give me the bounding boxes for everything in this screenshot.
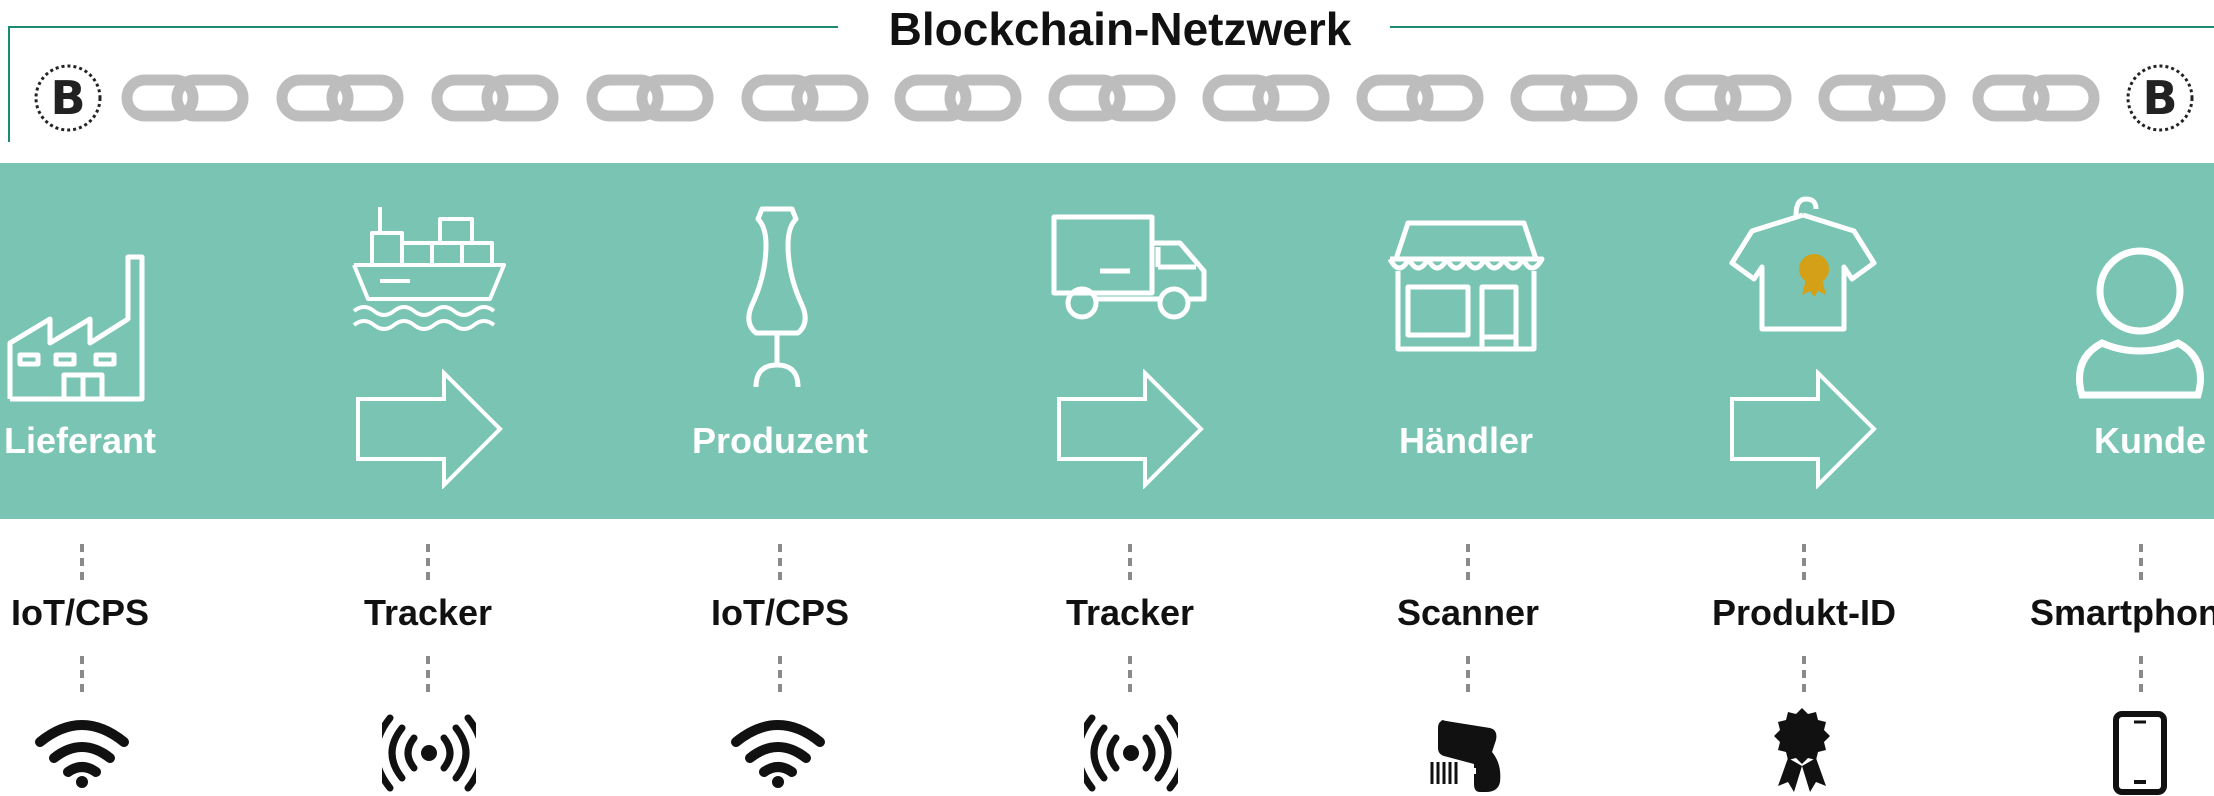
arrow-right-icon: [1730, 369, 1877, 489]
bitcoin-icon-right: [2126, 64, 2194, 132]
truck-icon: [1051, 214, 1207, 320]
factory-icon: [7, 254, 145, 402]
chain-icon: [127, 80, 2094, 116]
broadcast-icon: [1084, 714, 1178, 792]
device-label-smartphone: Smartphone: [2030, 592, 2214, 633]
supply-chain-band: Lieferant Produzent: [0, 163, 2214, 519]
connector-top: [426, 544, 434, 580]
connector-top: [80, 544, 88, 580]
connector-bottom: [1802, 656, 1810, 692]
connector-top: [778, 544, 786, 580]
person-icon: [2076, 247, 2204, 399]
connector-bottom: [778, 656, 786, 692]
arrow-right-icon: [356, 369, 503, 489]
shirt-badge-icon: [1729, 196, 1877, 332]
connector-bottom: [1466, 656, 1474, 692]
connector-bottom: [426, 656, 434, 692]
smartphone-icon: [2113, 711, 2167, 795]
connector-top: [1802, 544, 1810, 580]
broadcast-icon: [382, 714, 476, 792]
wifi-icon: [731, 720, 825, 788]
store-icon: [1387, 220, 1545, 352]
wifi-icon: [35, 720, 129, 788]
ship-icon: [352, 207, 506, 331]
blockchain-chain: B: [34, 64, 2194, 132]
header-line-right: [1390, 26, 2214, 28]
actor-label-kunde: Kunde: [2094, 420, 2206, 461]
connector-top: [2139, 544, 2147, 580]
badge-icon: [1774, 708, 1830, 792]
connector-bottom: [1128, 656, 1136, 692]
connector-top: [1466, 544, 1474, 580]
barcode-scanner-icon: [1430, 720, 1501, 792]
device-label-iot-1: IoT/CPS: [10, 592, 149, 633]
device-label-scanner: Scanner: [1396, 592, 1540, 633]
actor-label-produzent: Produzent: [692, 420, 868, 461]
header-line-vertical: [8, 26, 10, 142]
header-line-left: [8, 26, 838, 28]
actor-label-haendler: Händler: [1398, 420, 1534, 461]
connector-bottom: [2139, 656, 2147, 692]
mannequin-icon: [746, 206, 808, 388]
device-label-tracker-2: Tracker: [1065, 592, 1195, 633]
bitcoin-icon-left: [34, 64, 102, 132]
arrow-right-icon: [1057, 369, 1204, 489]
device-label-iot-2: IoT/CPS: [710, 592, 849, 633]
page-title: Blockchain-Netzwerk: [888, 3, 1352, 55]
actor-label-lieferant: Lieferant: [3, 420, 157, 461]
connector-bottom: [80, 656, 88, 692]
connector-top: [1128, 544, 1136, 580]
device-label-produkt-id: Produkt-ID: [1712, 592, 1896, 633]
device-label-tracker-1: Tracker: [363, 592, 493, 633]
network-header: Blockchain-Netzwerk: [0, 0, 2214, 142]
